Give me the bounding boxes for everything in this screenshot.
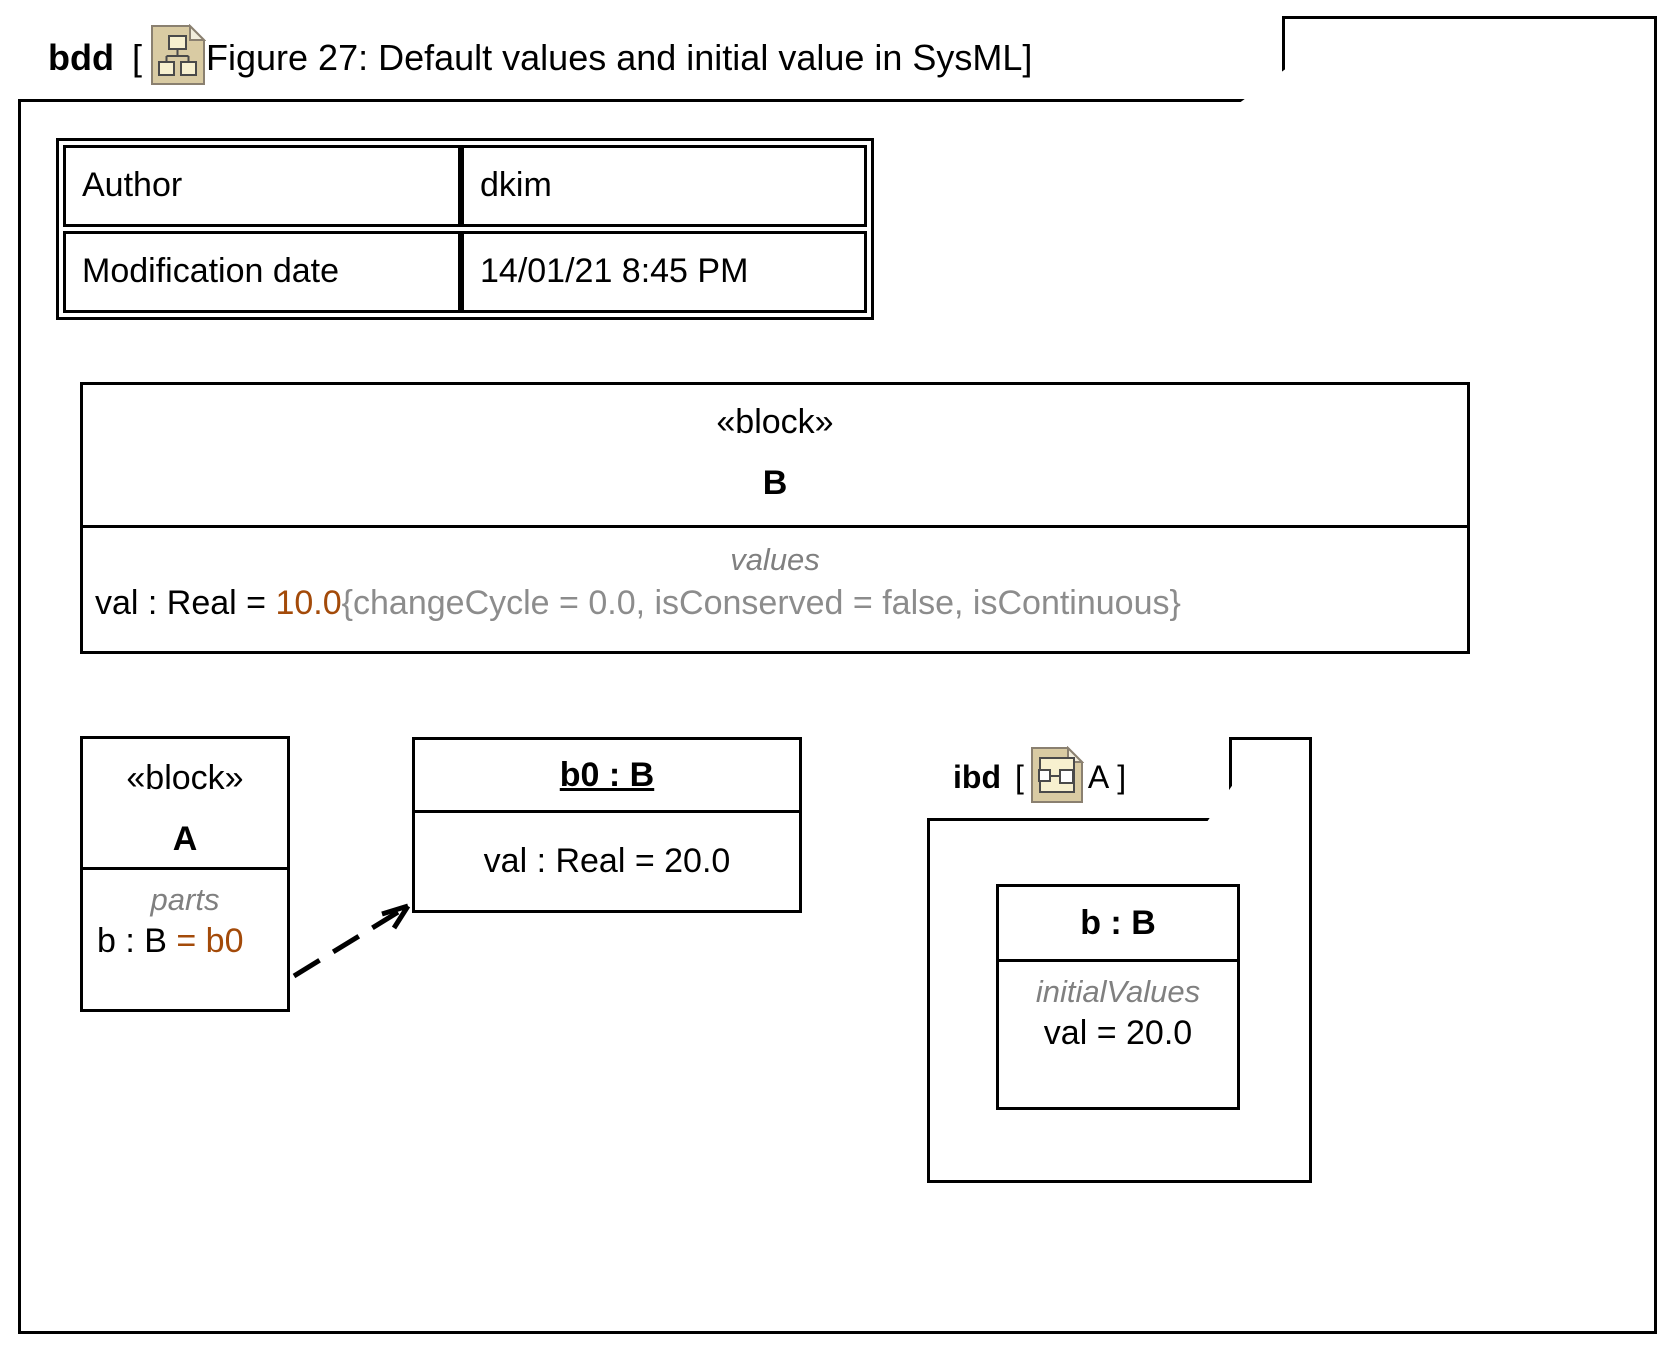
ibd-kind-label: ibd (953, 759, 1001, 795)
block-b[interactable]: «block» B values val : Real = 10.0{chang… (80, 382, 1470, 654)
block-b-default-value: 10.0 (275, 584, 342, 622)
instance-b0-slots: val : Real = 20.0 (415, 810, 799, 910)
block-b-values-compartment: values val : Real = 10.0{changeCycle = 0… (83, 525, 1467, 623)
instance-b0[interactable]: b0 : B val : Real = 20.0 (412, 737, 802, 913)
instance-b0-header: b0 : B (415, 740, 799, 810)
bdd-diagram-icon (150, 23, 207, 91)
block-b-name: B (762, 464, 788, 502)
ibd-bracket-open: [ (1014, 759, 1024, 795)
table-row: Author dkim (63, 145, 867, 227)
part-b-name: b : B (1080, 903, 1156, 942)
ibd-diagram-icon (1030, 745, 1085, 809)
block-a-name: A (172, 820, 198, 858)
block-a-default-value: = b0 (176, 922, 244, 960)
part-b-initial-value: val = 20.0 (1043, 1014, 1193, 1052)
metadata-key: Author (63, 145, 461, 227)
block-a-part-property: b : B = b0 (83, 922, 337, 961)
block-a-parts-compartment: parts b : B = b0 (83, 867, 287, 961)
ibd-bracket-close: ] (1117, 759, 1127, 795)
block-b-value-property: val : Real = 10.0{changeCycle = 0.0, isC… (83, 584, 1467, 623)
ibd-title: A (1087, 759, 1110, 795)
metadata-table: Author dkim Modification date 14/01/21 8… (56, 138, 874, 320)
block-a-part-declaration: b : B (97, 922, 177, 960)
ibd-frame-header: ibd [ A ] (927, 737, 1232, 821)
block-a[interactable]: «block» A parts b : B = b0 (80, 736, 290, 1012)
block-b-constraint: {changeCycle = 0.0, isConserved = false,… (341, 584, 1181, 622)
metadata-value: 14/01/21 8:45 PM (461, 231, 867, 313)
block-b-compartment-label: values (730, 542, 820, 577)
part-b-header: b : B (999, 887, 1237, 959)
block-a-stereotype: «block» (126, 759, 244, 797)
metadata-key: Modification date (63, 231, 461, 313)
part-b-initial-values-compartment: initialValues val = 20.0 (999, 959, 1237, 1053)
block-a-header: «block» A (83, 739, 287, 867)
part-b[interactable]: b : B initialValues val = 20.0 (996, 884, 1240, 1110)
block-b-stereotype: «block» (716, 403, 834, 441)
metadata-value: dkim (461, 145, 867, 227)
diagram-title: Figure 27: Default values and initial va… (206, 36, 1033, 78)
instance-b0-name: b0 : B (559, 755, 655, 794)
block-a-compartment-label: parts (150, 882, 220, 917)
block-b-header: «block» B (83, 385, 1467, 525)
bdd-frame-header: bdd [ Figure 27: Default values and init… (18, 16, 1285, 102)
bracket-open: [ (131, 36, 142, 78)
diagram-kind-label: bdd (48, 36, 114, 78)
part-b-compartment-label: initialValues (1035, 974, 1201, 1009)
table-row: Modification date 14/01/21 8:45 PM (63, 231, 867, 313)
instance-b0-slot-value: val : Real = 20.0 (483, 842, 731, 880)
block-b-value-declaration: val : Real = (95, 584, 276, 622)
